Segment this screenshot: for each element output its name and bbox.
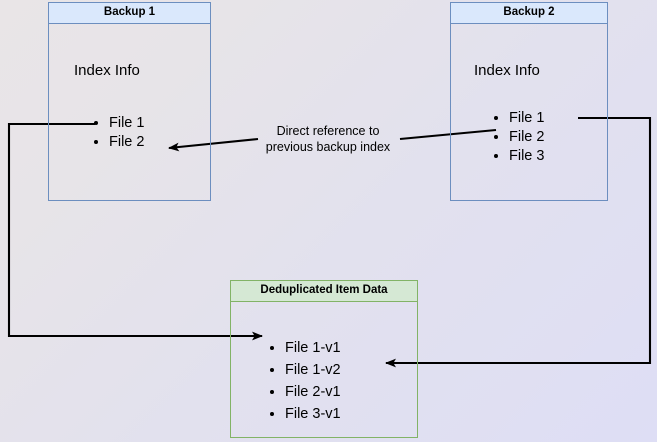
edge-label-line-2: previous backup index [265, 140, 391, 154]
backup-1-file-list: File 1 File 2 [95, 114, 144, 152]
node-dedup-body: File 1-v1 File 1-v2 File 2-v1 File 3-v1 [231, 302, 417, 437]
node-backup-1-body: Index Info File 1 File 2 [49, 24, 210, 200]
node-backup-2-body: Index Info File 1 File 2 File 3 [451, 24, 607, 200]
node-backup-1[interactable]: Backup 1 Index Info File 1 File 2 [48, 2, 211, 201]
node-dedup-header: Deduplicated Item Data [231, 281, 417, 302]
backup-2-index-info-label: Index Info [474, 62, 540, 79]
list-item: File 2 [509, 128, 544, 147]
dedup-file-list: File 1-v1 File 1-v2 File 2-v1 File 3-v1 [271, 337, 341, 425]
list-item: File 3 [509, 147, 544, 166]
node-backup-2[interactable]: Backup 2 Index Info File 1 File 2 File 3 [450, 2, 608, 201]
list-item: File 1 [109, 114, 144, 133]
list-item: File 1-v2 [285, 359, 341, 381]
list-item: File 2 [109, 133, 144, 152]
list-item: File 1-v1 [285, 337, 341, 359]
node-deduplicated-item-data[interactable]: Deduplicated Item Data File 1-v1 File 1-… [230, 280, 418, 438]
list-item: File 1 [509, 109, 544, 128]
backup-1-index-info-label: Index Info [74, 62, 140, 79]
node-backup-2-header: Backup 2 [451, 3, 607, 24]
edge-label-line-1: Direct reference to [276, 124, 380, 138]
node-backup-1-header: Backup 1 [49, 3, 210, 24]
list-item: File 3-v1 [285, 403, 341, 425]
edge-label-direct-reference: Direct reference to previous backup inde… [253, 123, 403, 155]
list-item: File 2-v1 [285, 381, 341, 403]
backup-2-file-list: File 1 File 2 File 3 [495, 109, 544, 166]
